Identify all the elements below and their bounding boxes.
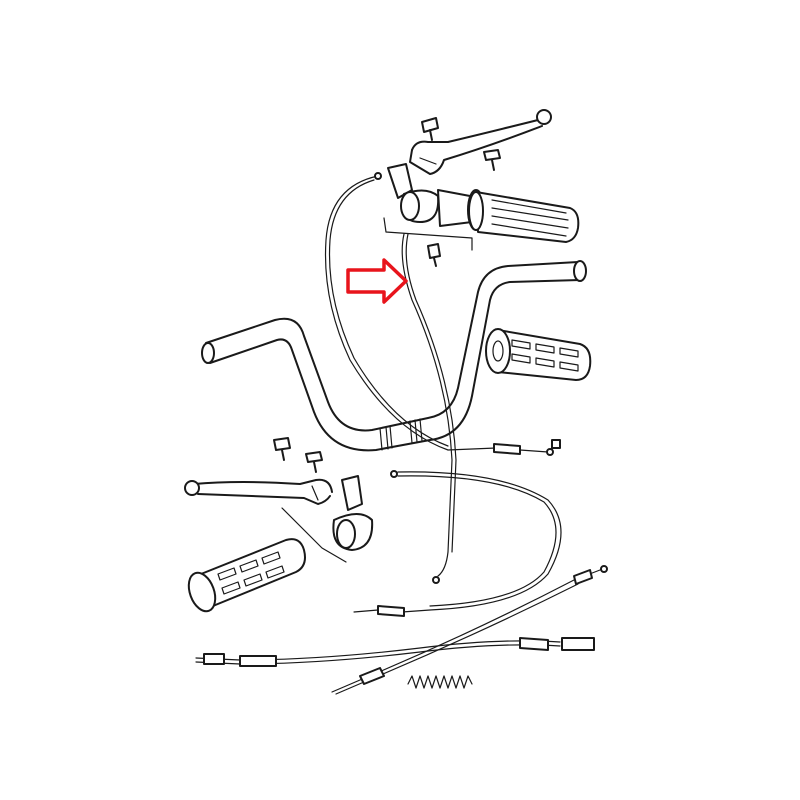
- right-brake-lever: [409, 109, 552, 175]
- bracket-screw: [427, 243, 441, 267]
- lever-pivot-bolt-left: [273, 437, 291, 461]
- right-assembly-leader-line: [383, 217, 473, 251]
- clutch-cable: [353, 470, 562, 617]
- return-spring: [407, 675, 473, 689]
- lever-adjuster-bolt: [483, 149, 501, 171]
- left-assembly-leader-line: [281, 507, 347, 563]
- right-arrow-icon: [346, 258, 408, 304]
- handlebar-left-end: [201, 342, 215, 364]
- lever-adjuster-bolt-left: [305, 451, 323, 473]
- spare-grip: [485, 328, 592, 381]
- handlebar-right-end: [573, 260, 587, 282]
- left-grip: [187, 538, 306, 613]
- left-lever-bracket: [332, 475, 374, 551]
- choke-cable: [331, 565, 608, 695]
- right-grip: [468, 191, 580, 243]
- throttle-cable-nipple: [374, 172, 382, 180]
- throttle-adjuster: [493, 439, 561, 456]
- left-clutch-lever: [184, 478, 333, 505]
- throttle-cable: [324, 172, 497, 451]
- brake-cable: [401, 233, 457, 584]
- speedometer-cable: [195, 637, 595, 667]
- right-lever-bracket: [387, 163, 440, 223]
- lever-pivot-bolt-top: [421, 117, 439, 141]
